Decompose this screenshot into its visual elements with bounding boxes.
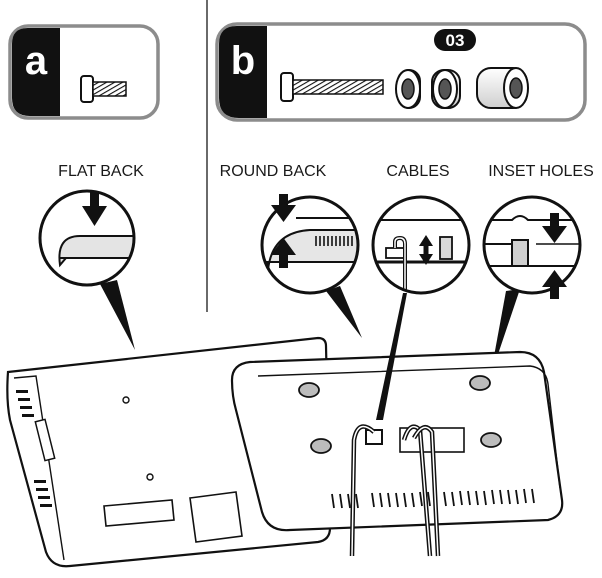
callout-pointer-cables [376, 293, 407, 420]
callout-pointer-round [326, 286, 362, 338]
quantity-badge-text: 03 [446, 31, 465, 50]
spacer-short-icon [395, 69, 421, 109]
panel-a-letter: a [25, 39, 48, 83]
panel-b-tab [219, 26, 267, 118]
detail-round-back [260, 194, 360, 295]
mount-hole [146, 473, 154, 481]
label-cables: CABLES [386, 163, 449, 180]
label-round-back: ROUND BACK [220, 163, 327, 180]
short-screw-icon [80, 75, 127, 103]
long-screw-icon [280, 72, 384, 102]
detail-flat-back [38, 189, 136, 287]
double-arrow-icon [419, 235, 433, 265]
callout-pointer-flat [100, 280, 135, 350]
panel-a-tab [12, 28, 60, 116]
detail-cables [371, 195, 471, 295]
spacer-long-icon [476, 67, 529, 109]
label-inset-holes: INSET HOLES [488, 163, 594, 180]
tv-vent-slots [331, 488, 535, 509]
down-arrow-icon [82, 192, 107, 226]
mount-hole [122, 396, 130, 404]
inset-mount-hole [298, 375, 502, 454]
round-back-tv [230, 350, 564, 557]
quantity-badge [434, 29, 476, 51]
down-arrow-icon [542, 213, 567, 243]
detail-inset-holes [482, 195, 582, 299]
label-flat-back: FLAT BACK [58, 163, 144, 180]
tv-vent-slots [16, 390, 52, 507]
spacer-medium-icon [431, 69, 461, 109]
panel-a: a [8, 24, 160, 120]
panel-b: b 03 [215, 22, 587, 122]
panel-b-letter: b [231, 39, 255, 83]
up-arrow-icon [271, 238, 296, 268]
